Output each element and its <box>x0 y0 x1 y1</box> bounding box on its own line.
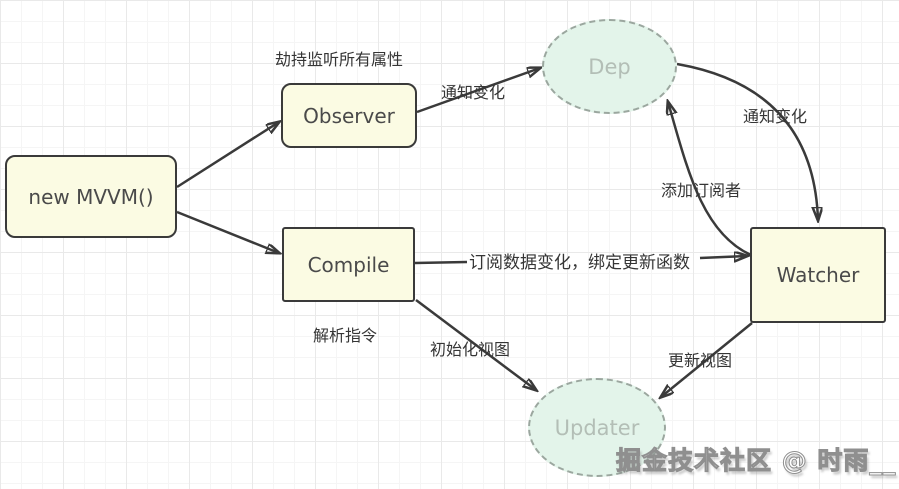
label-notify-change-dep-watcher: 通知变化 <box>743 107 808 126</box>
node-updater: Updater <box>528 378 666 477</box>
label-hijack-all-properties: 劫持监听所有属性 <box>275 50 404 69</box>
label-add-subscriber: 添加订阅者 <box>661 181 742 200</box>
node-observer-label: Observer <box>303 103 395 128</box>
node-compile-label: Compile <box>307 252 390 277</box>
edge-watcher-dep <box>668 102 752 257</box>
watermark-juejin-community: 掘金技术社区 @ 时雨__ <box>615 446 897 476</box>
edge-mvvm-compile <box>176 210 279 253</box>
node-dep: Dep <box>542 19 677 114</box>
label-subscribe-data-bind-update: 订阅数据变化，绑定更新函数 <box>469 253 690 273</box>
edge-compile-watcher-segment-a <box>414 260 468 265</box>
node-watcher: Watcher <box>750 227 886 323</box>
node-dep-label: Dep <box>588 54 631 79</box>
node-observer: Observer <box>281 83 417 148</box>
edge-mvvm-observer <box>176 122 279 189</box>
edge-compile-watcher-segment-b <box>699 256 747 258</box>
label-init-view: 初始化视图 <box>430 340 511 359</box>
node-new-mvvm-label: new MVVM() <box>28 184 154 209</box>
node-compile: Compile <box>282 227 415 302</box>
node-watcher-label: Watcher <box>776 263 860 287</box>
node-updater-label: Updater <box>554 415 640 440</box>
label-notify-change-observer-dep: 通知变化 <box>441 83 506 102</box>
label-parse-directives: 解析指令 <box>313 326 378 345</box>
node-new-mvvm: new MVVM() <box>5 155 177 238</box>
label-update-view: 更新视图 <box>668 351 733 370</box>
